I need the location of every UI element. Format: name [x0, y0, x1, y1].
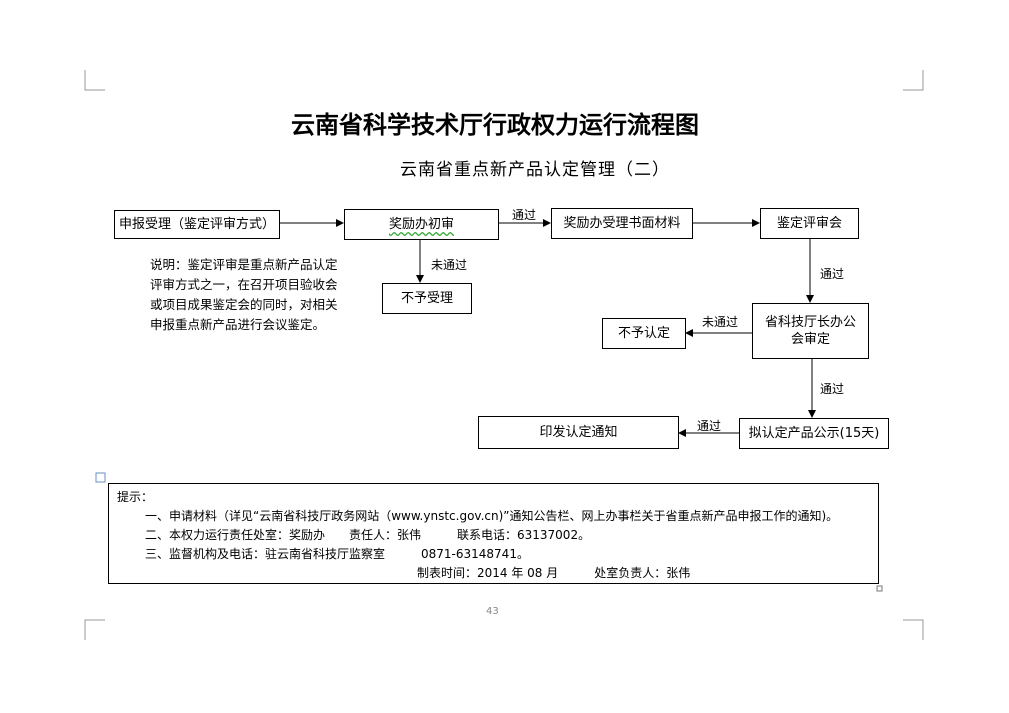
box-director-meeting: 省科技厅长办公会审定	[752, 303, 869, 359]
tips-line-1: 一、申请材料（详见“云南省科技厅政务网站（www.ynstc.gov.cn)”通…	[145, 509, 839, 523]
crop-marks	[84, 70, 924, 640]
box-accept-materials: 奖励办受理书面材料	[551, 208, 693, 239]
label-pass: 通过	[820, 267, 845, 281]
explanation-note: 说明：鉴定评审是重点新产品认定评审方式之一，在召开项目验收会或项目成果鉴定会的同…	[150, 257, 338, 332]
box-publicity: 拟认定产品公示(15天)	[739, 418, 889, 449]
box-apply: 申报受理（鉴定评审方式）	[114, 210, 280, 239]
box-evaluation-meeting: 鉴定评审会	[760, 208, 859, 239]
tips-heading: 提示：	[117, 490, 154, 504]
label-pass: 通过	[820, 382, 845, 396]
table-resize-handle-icon	[876, 585, 883, 592]
page-subtitle: 云南省重点新产品认定管理（二）	[400, 160, 670, 180]
label-pass: 通过	[512, 208, 537, 222]
page-number: 43	[486, 606, 499, 617]
page-title: 云南省科学技术厅行政权力运行流程图	[291, 111, 699, 139]
box-initial-review-text: 奖励办初审	[388, 217, 454, 232]
label-pass: 通过	[697, 419, 722, 433]
tips-line-4: 制表时间：2014 年 08 月 处室负责人：张伟	[417, 566, 691, 580]
box-initial-review: 奖励办初审	[344, 209, 499, 240]
box-not-certify: 不予认定	[602, 318, 686, 349]
box-issue-notice: 印发认定通知	[478, 416, 679, 449]
label-fail: 未通过	[702, 315, 739, 329]
label-fail: 未通过	[431, 258, 468, 272]
box-reject-accept: 不予受理	[382, 283, 472, 314]
tips-line-2: 二、本权力运行责任处室：奖励办 责任人：张伟 联系电话：63137002。	[145, 528, 591, 542]
tips-box: 提示： 一、申请材料（详见“云南省科技厅政务网站（www.ynstc.gov.c…	[108, 483, 879, 584]
tips-line-3: 三、监督机构及电话：驻云南省科技厅监察室 0871-63148741。	[145, 547, 529, 561]
table-move-handle-icon	[95, 472, 106, 483]
